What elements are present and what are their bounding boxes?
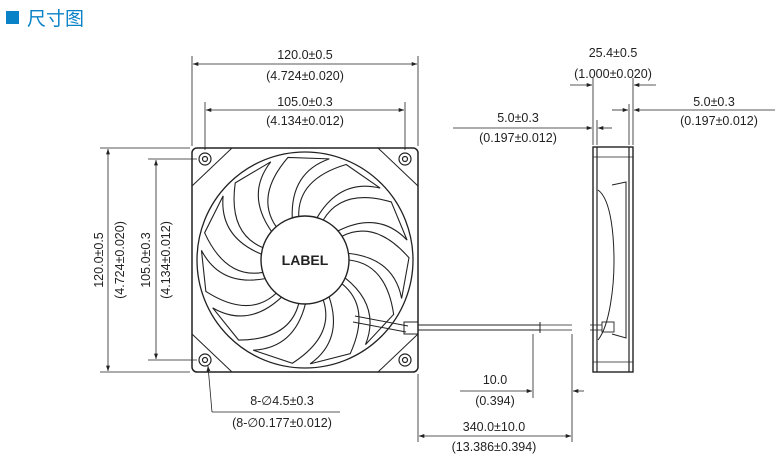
- dim-height-outer-in: (4.724±0.020): [113, 221, 127, 299]
- dim-width-outer-in: (4.724±0.020): [266, 69, 344, 83]
- dim-flange-right-mm: 5.0±0.3: [693, 95, 735, 109]
- lead-wire: [418, 322, 572, 333]
- fan-blade: [200, 250, 277, 307]
- fan-blade: [344, 259, 395, 345]
- fan-blade: [212, 296, 300, 341]
- fan-hub: [260, 215, 350, 305]
- dim-strip-mm: 10.0: [483, 373, 507, 387]
- fan-front-view: [191, 147, 419, 373]
- dim-flange-right-in: (0.197±0.012): [680, 114, 758, 128]
- fan-blade: [204, 195, 264, 274]
- header-square-icon: [6, 10, 19, 24]
- mount-hole-bl: [198, 353, 212, 367]
- dim-depth-mm: 25.4±0.5: [589, 46, 638, 60]
- dim-holes-in: (8-∅0.177±0.012): [232, 416, 332, 430]
- side-frame: [592, 146, 634, 373]
- dim-depth-in: (1.000±0.020): [574, 67, 652, 81]
- dim-height-hole-in: (4.134±0.012): [159, 221, 173, 299]
- fan-blade: [267, 156, 330, 228]
- dim-length-mm: 340.0±10.0: [463, 420, 526, 434]
- dim-holes-mm: 8-∅4.5±0.3: [250, 394, 314, 408]
- section-header: 尺寸图: [6, 4, 84, 30]
- mount-hole-br: [398, 353, 412, 367]
- wire-dimension-lines: [417, 334, 584, 442]
- fan-blade: [253, 299, 327, 364]
- side-dimension-lines: [453, 78, 775, 145]
- dim-width-outer-mm: 120.0±0.5: [277, 48, 333, 62]
- dim-width-hole-in: (4.134±0.012): [266, 114, 344, 128]
- mount-hole-tr: [398, 152, 412, 166]
- mount-hole-tl: [198, 152, 212, 166]
- section-title: 尺寸图: [27, 7, 85, 30]
- fan-blade: [233, 161, 273, 249]
- dim-width-hole-mm: 105.0±0.3: [277, 95, 333, 109]
- fan-blade: [322, 197, 408, 241]
- dim-height-outer-mm: 120.0±0.5: [92, 232, 106, 288]
- fan-blade: [298, 163, 381, 219]
- dim-flange-left-mm: 5.0±0.3: [497, 111, 539, 125]
- venturi-ring: [196, 151, 414, 369]
- fan-blade: [309, 283, 360, 365]
- dim-height-hole-mm: 105.0±0.3: [139, 232, 153, 288]
- fan-blade: [341, 230, 410, 299]
- hub-label: LABEL: [282, 252, 329, 268]
- dim-length-in: (13.386±0.394): [452, 440, 537, 454]
- dim-flange-left-in: (0.197±0.012): [479, 131, 557, 145]
- front-dimension-lines: [100, 56, 419, 413]
- fan-blades: [200, 156, 410, 365]
- dim-strip-in: (0.394): [475, 394, 515, 408]
- fan-side-view: [590, 146, 634, 373]
- fan-frame: [191, 147, 419, 373]
